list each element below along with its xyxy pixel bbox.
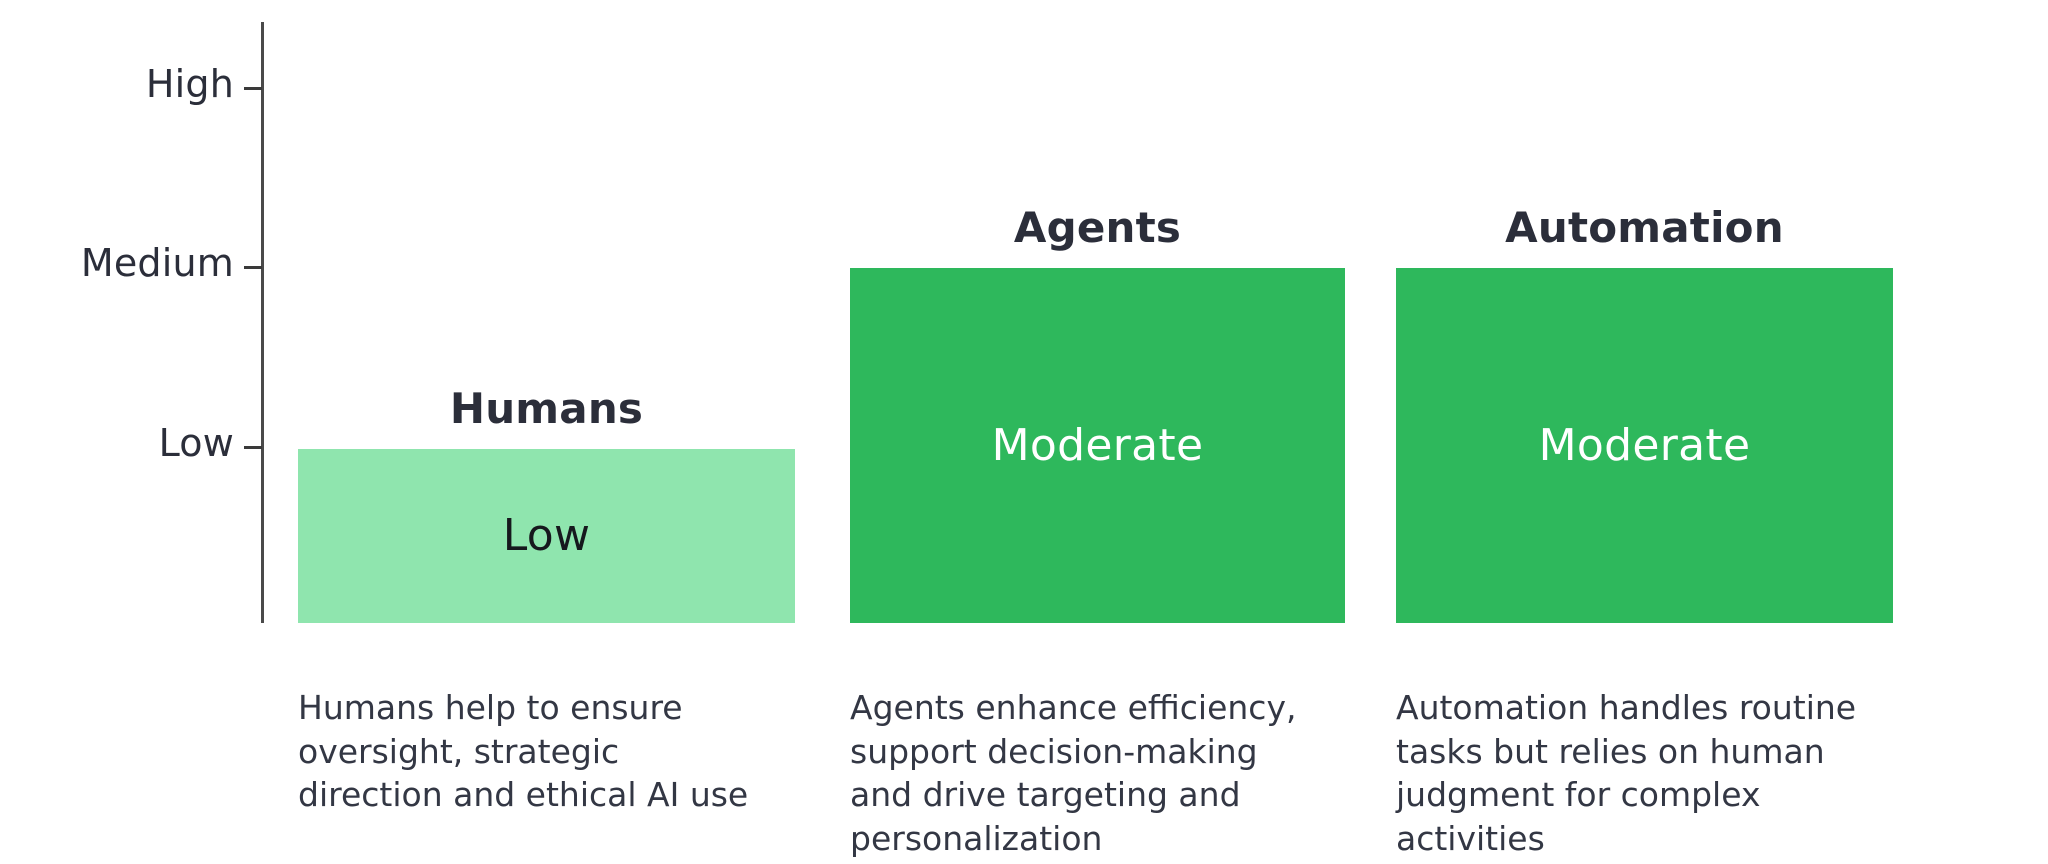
bar-value-agents: Moderate: [991, 419, 1204, 471]
bar-title-humans: Humans: [449, 384, 644, 433]
bar-fill-agents: Moderate: [850, 268, 1345, 623]
bar-title-automation: Automation: [1505, 203, 1784, 252]
caption-agents: Agents enhance efficiency, support decis…: [850, 688, 1297, 858]
y-tick-mark-low: [244, 446, 262, 449]
y-tick-mark-medium: [244, 266, 262, 269]
bar-value-automation: Moderate: [1538, 419, 1751, 471]
y-tick-label-high: High: [145, 62, 234, 106]
bar-humans[interactable]: Humans Low: [298, 384, 795, 623]
y-tick-label-medium: Medium: [80, 241, 234, 285]
bar-automation[interactable]: Automation Moderate: [1396, 203, 1893, 623]
bar-value-humans: Low: [502, 510, 591, 561]
y-axis-line: [261, 22, 264, 623]
caption-automation: Automation handles routine tasks but rel…: [1396, 688, 1857, 858]
bar-title-agents: Agents: [1013, 203, 1182, 252]
bar-agents[interactable]: Agents Moderate: [850, 203, 1345, 623]
bar-fill-automation: Moderate: [1396, 268, 1893, 623]
y-tick-label-low: Low: [158, 421, 234, 465]
bar-fill-humans: Low: [298, 449, 795, 623]
caption-humans: Humans help to ensure oversight, strateg…: [298, 688, 749, 815]
y-tick-mark-high: [244, 87, 262, 90]
